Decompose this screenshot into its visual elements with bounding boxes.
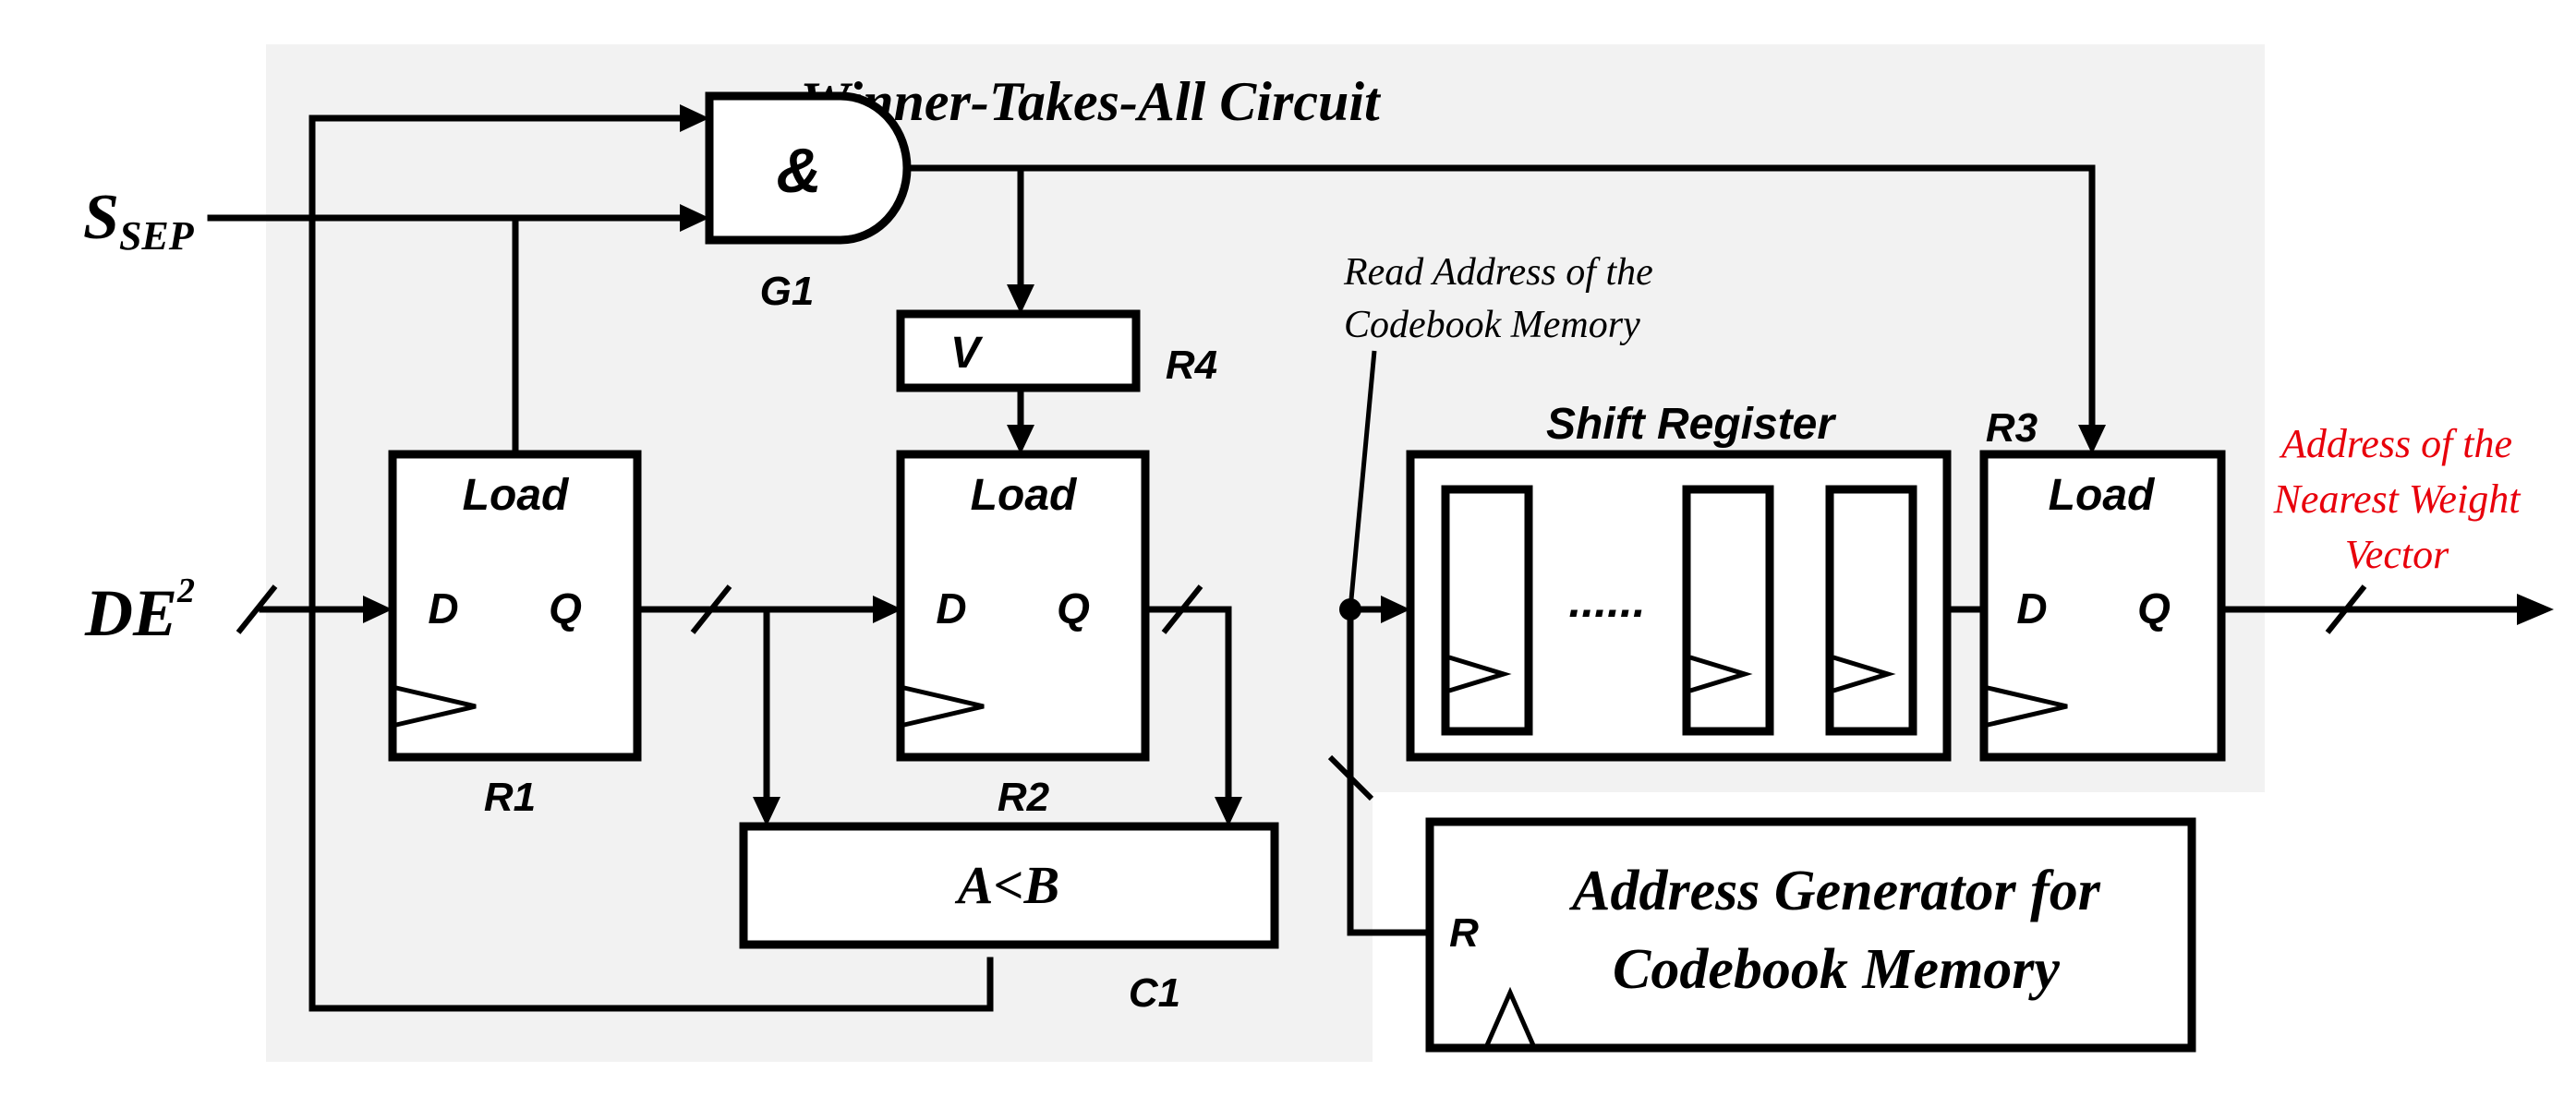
address-generator bbox=[1425, 817, 2196, 1053]
r2-label: R2 bbox=[998, 775, 1050, 820]
r3-load: Load bbox=[2049, 471, 2156, 520]
read-address-line2: Codebook Memory bbox=[1344, 304, 1640, 346]
shift-cell-3 bbox=[1825, 485, 1917, 736]
register-r1 bbox=[388, 450, 642, 762]
r3-q: Q bbox=[2137, 584, 2171, 632]
output-line2: Nearest Weight bbox=[2273, 476, 2522, 522]
gate-symbol: & bbox=[776, 136, 821, 206]
gate-output-wire bbox=[903, 164, 2096, 438]
address-generator-line1: Address Generator for bbox=[1568, 860, 2101, 922]
address-generator-reset: R bbox=[1449, 910, 1479, 956]
r1-d: D bbox=[428, 584, 458, 632]
r2-q: Q bbox=[1057, 584, 1090, 632]
de-label: DE2 bbox=[84, 572, 195, 650]
comparator-expr: A<B bbox=[955, 855, 1059, 915]
address-generator-line2: Codebook Memory bbox=[1613, 938, 2060, 1001]
shift-cell-2 bbox=[1682, 485, 1774, 736]
output-line3: Vector bbox=[2345, 532, 2449, 577]
r1-label: R1 bbox=[484, 775, 536, 820]
register-r3 bbox=[1979, 450, 2226, 762]
register-r2 bbox=[896, 450, 1150, 762]
s-sep-label: SSEP bbox=[83, 182, 195, 259]
read-address-line1: Read Address of the bbox=[1343, 251, 1653, 294]
r4-symbol: V bbox=[950, 329, 984, 378]
r3-label: R3 bbox=[1986, 405, 2038, 451]
output-line1: Address of the bbox=[2279, 421, 2512, 466]
comparator-label: C1 bbox=[1129, 970, 1180, 1016]
shift-dots: ...... bbox=[1568, 575, 1645, 627]
register-r4 bbox=[896, 309, 1141, 392]
r4-label: R4 bbox=[1166, 343, 1217, 388]
r3-d: D bbox=[2016, 584, 2047, 632]
comparator-c1 bbox=[739, 822, 1279, 949]
r2-d: D bbox=[936, 584, 966, 632]
feedback-wire bbox=[308, 114, 994, 1012]
r1-load: Load bbox=[463, 471, 570, 520]
shift-cell-1 bbox=[1441, 485, 1533, 736]
circuit-title: Winner-Takes-All Circuit bbox=[800, 71, 1382, 132]
r1-q: Q bbox=[549, 584, 582, 632]
shift-register-title: Shift Register bbox=[1546, 400, 1836, 449]
and-gate bbox=[705, 91, 912, 245]
r2-load: Load bbox=[971, 471, 1078, 520]
gate-label: G1 bbox=[760, 269, 815, 314]
